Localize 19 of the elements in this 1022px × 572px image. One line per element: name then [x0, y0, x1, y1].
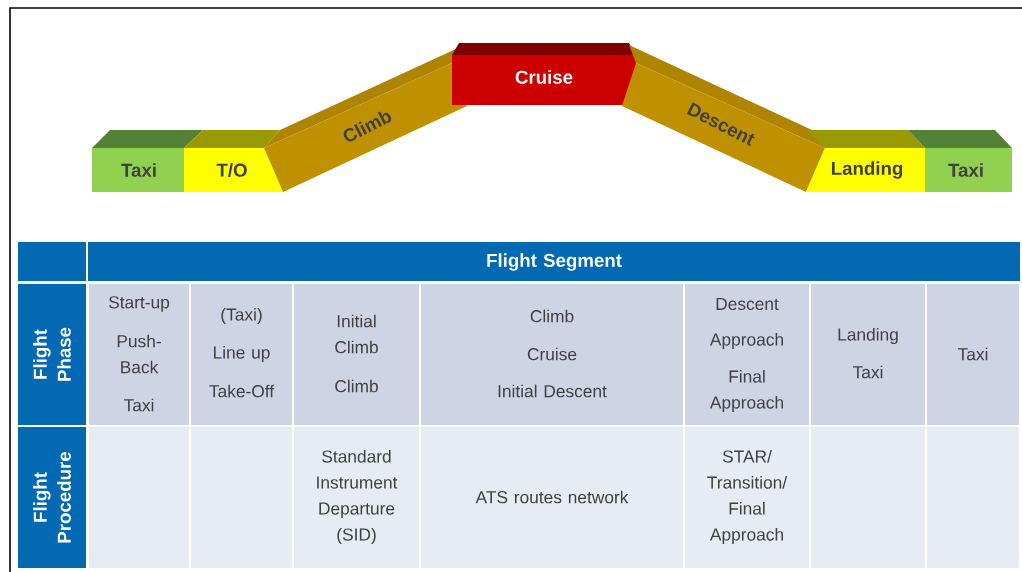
table-cell: Descent Approach Final Approach	[685, 284, 809, 425]
row-heading: Flight Procedure	[18, 427, 86, 568]
table-cell: Landing Taxi	[811, 284, 925, 425]
taxi-block: Taxi	[908, 130, 1012, 192]
table-cell: STAR/ Transition/ Final Approach	[685, 427, 809, 568]
table-cell: Start-up Push-Back Taxi	[89, 284, 189, 425]
takeoff-block: T/O	[184, 130, 283, 192]
table-cell: (Taxi) Line up Take-Off	[191, 284, 292, 425]
cruise-block: Cruise	[452, 43, 636, 105]
climb-ramp: Climb	[264, 48, 467, 192]
table-header: Flight Segment	[88, 242, 1020, 281]
table-cell: Initial Climb Climb	[294, 284, 419, 425]
table-cell: Taxi	[927, 284, 1019, 425]
table-cell: Standard Instrument Departure (SID)	[294, 427, 419, 568]
landing-block: Landing	[806, 130, 925, 192]
table-cell: ATS routes network	[421, 427, 683, 568]
row-heading: Flight Phase	[18, 284, 86, 425]
table-cell: Climb Cruise Initial Descent	[421, 284, 683, 425]
taxi-block: Taxi	[92, 130, 203, 192]
